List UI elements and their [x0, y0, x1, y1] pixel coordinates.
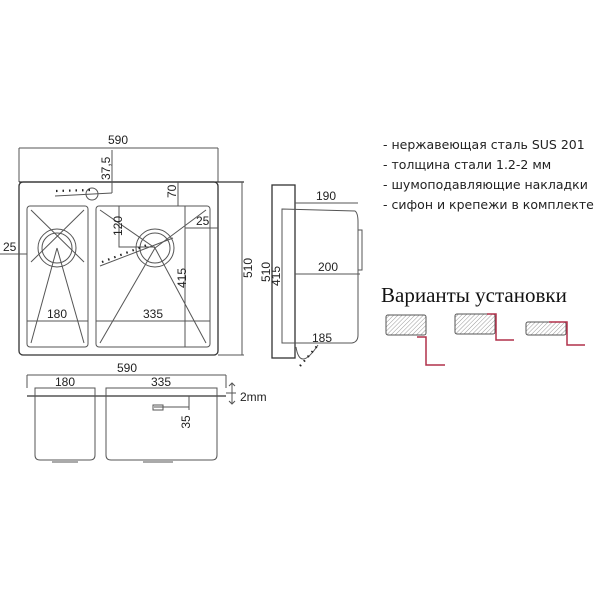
dim-side-length: 415	[269, 266, 283, 286]
dim-small-bowl: 180	[47, 307, 67, 321]
top-view: 590 510 25 25 70 37,5 120 415 180 335	[0, 133, 255, 356]
tap-hole	[85, 187, 99, 201]
dim-rear: 70	[165, 184, 179, 198]
side-view: 190 200 185 510 415	[259, 184, 363, 367]
feature-siphon: - сифон и крепежи в комплекте	[383, 197, 594, 212]
dim-bowl-length: 415	[175, 268, 189, 288]
install-variant-undermount	[385, 314, 445, 366]
small-bowl	[26, 205, 89, 348]
feature-thickness: - толщина стали 1.2-2 мм	[383, 157, 552, 172]
dim-width: 590	[108, 133, 128, 147]
front-large-bowl	[105, 387, 218, 461]
feature-material: - нержавеющая сталь SUS 201	[383, 137, 585, 152]
dim-large-bowl: 335	[143, 307, 163, 321]
dim-front-small: 180	[55, 375, 75, 389]
dim-side-top: 190	[316, 189, 336, 203]
dim-thickness: 2mm	[240, 390, 267, 404]
large-bowl	[95, 205, 211, 348]
front-view: 590 180 335 35 2mm	[26, 361, 267, 463]
drain-small	[37, 228, 77, 268]
install-title: Варианты установки	[381, 283, 567, 307]
install-variant-overmount	[525, 321, 585, 346]
dim-drain-offset: 120	[111, 216, 125, 236]
dim-front-large: 335	[151, 375, 171, 389]
dim-side-bottom: 185	[312, 331, 332, 345]
feature-noise-pads: - шумоподавляющие накладки	[383, 177, 588, 192]
dim-side-right: 25	[196, 214, 210, 228]
dim-front-width: 590	[117, 361, 137, 375]
drain-large	[135, 228, 175, 268]
dim-side-mid: 200	[318, 260, 338, 274]
front-small-bowl	[34, 387, 96, 461]
side-rim	[271, 184, 296, 359]
side-bowl	[281, 208, 359, 344]
dim-depth: 510	[241, 258, 255, 278]
dim-tap: 37,5	[99, 156, 113, 180]
dim-side-left: 25	[3, 240, 17, 254]
install-variant-flush	[454, 313, 514, 341]
dim-overflow: 35	[179, 415, 193, 429]
dim-side-total: 510	[259, 262, 273, 282]
